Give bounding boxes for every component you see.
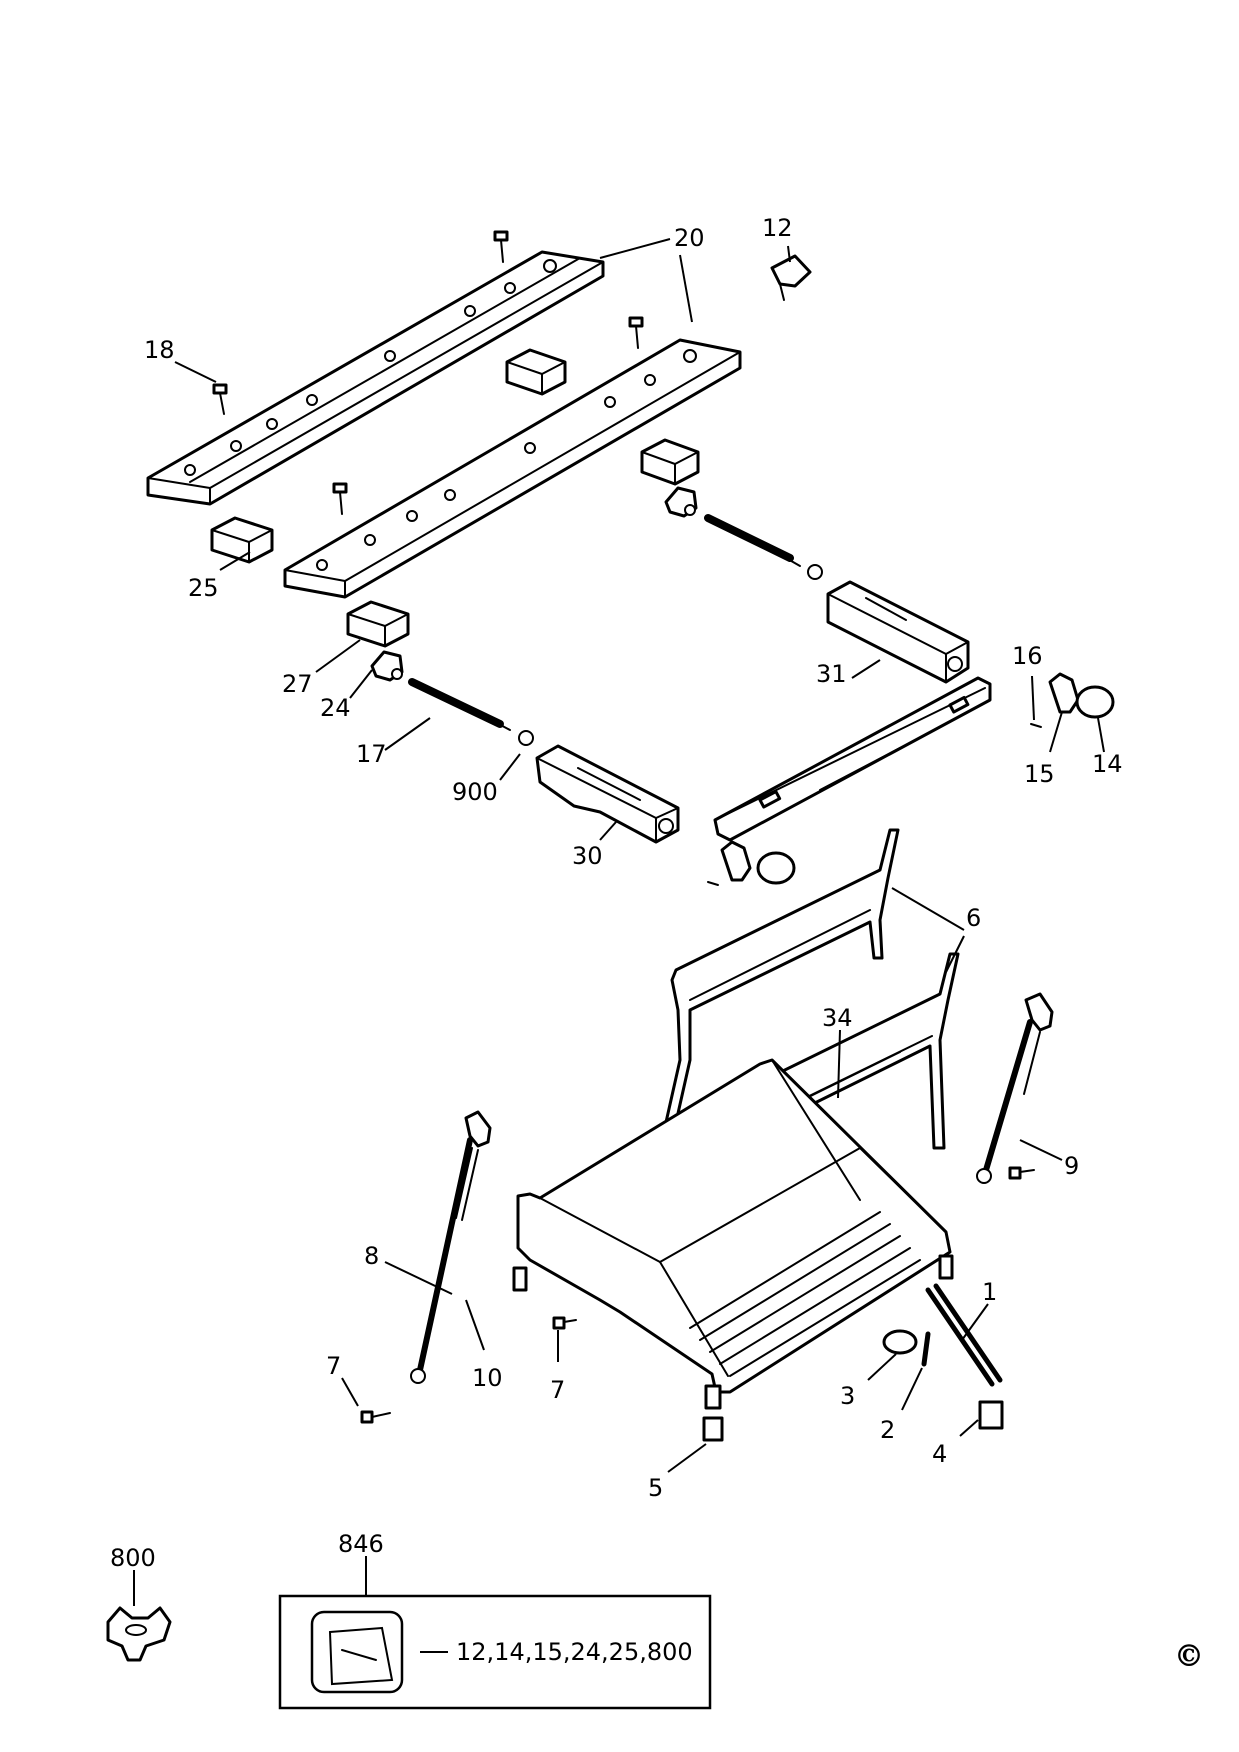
jaw-board-front xyxy=(283,338,742,599)
kit-846-box xyxy=(278,1594,712,1710)
swivel-peg xyxy=(640,438,700,486)
leg-brace-9 xyxy=(976,992,1054,1184)
pin-16 xyxy=(1030,723,1042,728)
spring-10 xyxy=(455,1147,479,1221)
callout-900: 900 xyxy=(452,778,498,806)
step-platform-slots xyxy=(689,1211,921,1377)
callout-10: 10 xyxy=(472,1364,503,1392)
clip-part-12 xyxy=(770,254,812,301)
trunnion-rear xyxy=(664,486,698,518)
screw-9 xyxy=(1008,1166,1035,1180)
callout-31: 31 xyxy=(816,660,847,688)
copyright-symbol: © xyxy=(1174,1639,1204,1674)
callout-5: 5 xyxy=(648,1474,663,1502)
screw-7-center xyxy=(552,1316,577,1330)
callout-15: 15 xyxy=(1024,760,1055,788)
callout-14: 14 xyxy=(1092,750,1123,778)
callout-800: 800 xyxy=(110,1544,156,1572)
kit-contents-list: 12,14,15,24,25,800 xyxy=(456,1638,693,1666)
callout-25: 25 xyxy=(188,574,219,602)
leg-brace-8 xyxy=(410,1110,492,1384)
callout-4: 4 xyxy=(932,1440,947,1468)
spindle-17 xyxy=(408,678,534,746)
base-frame-1 xyxy=(516,1058,952,1394)
clamp-part-800 xyxy=(106,1606,172,1662)
callout-labels: 20 12 18 25 27 24 17 900 30 31 16 15 14 … xyxy=(110,214,1204,1674)
base-feet xyxy=(512,1254,954,1410)
main-frame-rail xyxy=(713,676,992,842)
leg-frame-rear xyxy=(660,828,900,1142)
leader-lines xyxy=(133,238,1105,1606)
callout-3: 3 xyxy=(840,1382,855,1410)
vice-housing-31 xyxy=(826,580,970,684)
cam-lever-15 xyxy=(1048,672,1080,714)
swivel-peg-27 xyxy=(346,600,410,648)
callout-16: 16 xyxy=(1012,642,1043,670)
callout-12: 12 xyxy=(762,214,793,242)
callout-9: 9 xyxy=(1064,1152,1079,1180)
callout-17: 17 xyxy=(356,740,387,768)
foot-5 xyxy=(702,1416,724,1442)
callout-34: 34 xyxy=(822,1004,853,1032)
board-screw xyxy=(493,230,509,263)
screw-7-left xyxy=(360,1410,391,1424)
callout-6: 6 xyxy=(966,904,981,932)
jaw-board-rear xyxy=(146,250,605,506)
swivel-peg xyxy=(505,348,567,396)
foot-4 xyxy=(978,1400,1004,1430)
callout-20: 20 xyxy=(674,224,705,252)
callout-7-center: 7 xyxy=(550,1376,565,1404)
callout-30: 30 xyxy=(572,842,603,870)
board-screw xyxy=(332,482,348,515)
callout-1: 1 xyxy=(982,1278,997,1306)
pivot-3 xyxy=(882,1329,918,1355)
callout-846: 846 xyxy=(338,1530,384,1558)
callout-27: 27 xyxy=(282,670,313,698)
callout-2: 2 xyxy=(880,1416,895,1444)
knob-14 xyxy=(1075,685,1115,719)
cam-lever-front xyxy=(707,840,796,886)
board-screw-18 xyxy=(212,383,228,415)
spindle-rear xyxy=(704,514,823,580)
callout-8: 8 xyxy=(364,1242,379,1270)
callout-7-left: 7 xyxy=(326,1352,341,1380)
swivel-peg-25 xyxy=(210,516,274,564)
board-screw xyxy=(628,316,644,349)
callout-18: 18 xyxy=(144,336,175,364)
pin-2 xyxy=(921,1331,931,1367)
callout-24: 24 xyxy=(320,694,351,722)
trunnion-24 xyxy=(370,650,404,682)
vice-housing-30 xyxy=(535,744,680,844)
